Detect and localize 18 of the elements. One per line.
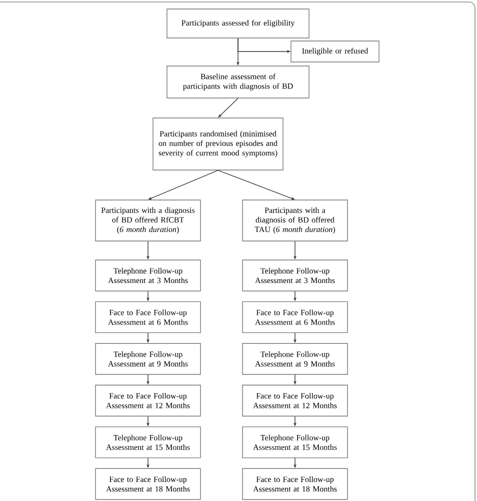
process-box: Participants assessed for eligibility [166,8,310,38]
process-box: Face to Face Follow-up Assessment at 12 Months [95,384,201,416]
process-box: Telephone Follow-up Assessment at 3 Months [95,260,201,292]
process-box: Face to Face Follow-up Assessment at 18 Months [95,468,201,500]
process-box: Telephone Follow-up Assessment at 9 Months [95,343,201,375]
process-box: Face to Face Follow-up Assessment at 6 Months [242,301,348,334]
process-box: Telephone Follow-up Assessment at 15 Months [242,426,348,458]
process-box: Baseline assessment of participants with diagnosis of BD [166,66,310,98]
process-box: Telephone Follow-up Assessment at 3 Months [242,260,348,292]
process-box: Participants with a diagnosis of BD offered TAU (6 month duration) [242,200,348,242]
process-box: Participants with a diagnosis of BD offered RfCBT (6 month duration) [95,200,201,242]
process-box: Telephone Follow-up Assessment at 15 Months [95,426,201,458]
process-box: Face to Face Follow-up Assessment at 12 Months [242,384,348,416]
process-box: Face to Face Follow-up Assessment at 6 Months [95,301,201,334]
process-box: Participants randomised (minimised on number of previous episodes and severity of current mood symptoms) [152,118,284,170]
process-box: Telephone Follow-up Assessment at 9 Months [242,343,348,375]
process-box: Ineligible or refused [290,40,380,62]
process-box: Face to Face Follow-up Assessment at 18 Months [242,468,348,500]
